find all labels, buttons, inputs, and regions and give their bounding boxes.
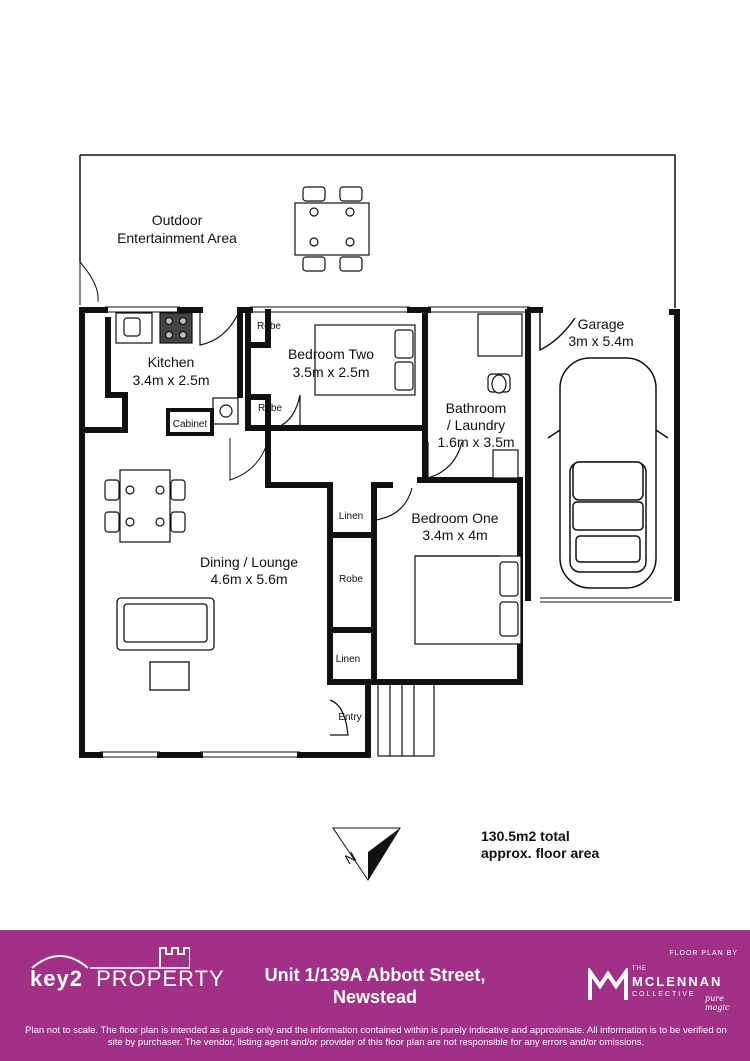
floor-area-line1: 130.5m2 total — [481, 828, 570, 844]
room-label-bedroom-two: Bedroom Two — [288, 346, 374, 362]
key2-wordmark: key2 PROPERTY — [30, 966, 225, 992]
room-dim-bathroom: 1.6m x 3.5m — [437, 434, 514, 450]
label-robe-mid: Robe — [339, 574, 363, 585]
label-linen-1: Linen — [339, 511, 363, 522]
key2-word: key2 — [30, 966, 83, 991]
garage-car — [539, 312, 669, 589]
mclennan-tagline: pure magic — [705, 994, 730, 1012]
property-address: Unit 1/139A Abbott Street, Newstead — [225, 964, 525, 1008]
floor-area-line2: approx. floor area — [481, 845, 600, 861]
kitchen-fixtures — [115, 312, 239, 425]
bathroom-fixtures — [427, 313, 523, 479]
disclaimer: Plan not to scale. The floor plan is int… — [25, 1025, 727, 1048]
key2-arch-icon — [31, 947, 190, 969]
mclennan-logo-icon — [588, 968, 628, 1000]
outdoor-door — [79, 261, 99, 305]
floor-plan-by: FLOOR PLAN BY — [669, 950, 738, 957]
property-word: PROPERTY — [96, 966, 225, 991]
outdoor-table — [294, 186, 370, 272]
room-dim-bedroom-two: 3.5m x 2.5m — [292, 364, 369, 380]
floor-plan: N Outdoor Entertainment Area Kitchen 3.4… — [79, 154, 680, 881]
outdoor-area — [79, 154, 676, 308]
address-line2: Newstead — [332, 987, 418, 1007]
room-label-outdoor-2: Entertainment Area — [117, 230, 237, 246]
room-label-outdoor: Outdoor — [152, 212, 203, 228]
room-label-kitchen: Kitchen — [148, 354, 195, 370]
footer-banner: key2 PROPERTY Unit 1/139A Abbott Street,… — [0, 930, 750, 1061]
entry-steps — [329, 683, 435, 757]
interior-walls — [79, 309, 523, 758]
room-label-dining: Dining / Lounge — [200, 554, 298, 570]
room-dim-dining: 4.6m x 5.6m — [210, 571, 287, 587]
label-robe-bottom: Robe — [258, 403, 282, 414]
room-dim-bedroom-one: 3.4m x 4m — [422, 527, 487, 543]
lounge-sofa — [116, 597, 215, 691]
compass-icon — [332, 827, 401, 881]
exterior-walls — [79, 307, 680, 758]
label-entry: Entry — [338, 712, 361, 723]
room-label-bedroom-one: Bedroom One — [411, 510, 498, 526]
floor-area: 130.5m2 total approx. floor area — [481, 828, 599, 862]
room-label-bathroom: Bathroom — [446, 400, 507, 416]
label-robe-top: Robe — [257, 321, 281, 332]
mclennan-collective: COLLECTIVE — [632, 991, 696, 998]
dining-table — [104, 469, 186, 543]
label-cabinet: Cabinet — [173, 419, 208, 430]
bedroom-two-bed — [277, 324, 416, 428]
address-line1: Unit 1/139A Abbott Street, — [264, 965, 486, 985]
hall-door — [229, 438, 269, 481]
room-dim-kitchen: 3.4m x 2.5m — [132, 372, 209, 388]
room-label-garage: Garage — [578, 316, 625, 332]
window-lines — [100, 306, 672, 758]
room-dim-garage: 3m x 5.4m — [568, 333, 633, 349]
room-label-bathroom-2: / Laundry — [447, 417, 505, 433]
label-linen-2: Linen — [336, 654, 360, 665]
mclennan-name: MCLENNAN — [632, 974, 723, 989]
mclennan-the: THE — [632, 966, 647, 972]
bedroom-one-bed — [375, 487, 522, 645]
